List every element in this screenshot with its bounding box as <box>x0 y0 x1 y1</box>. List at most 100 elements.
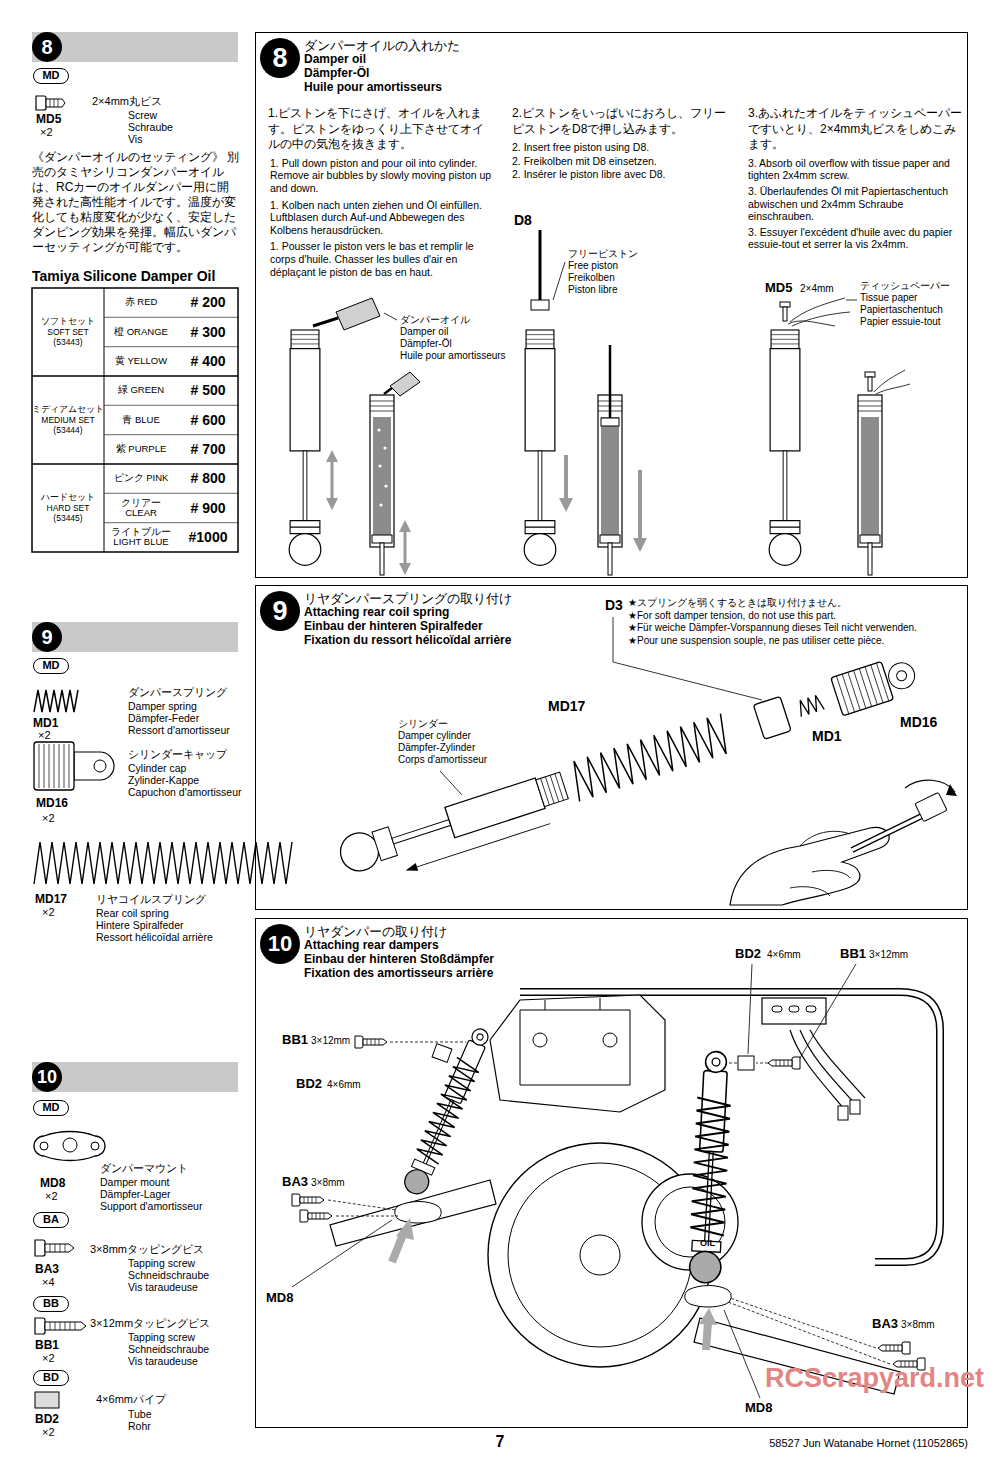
damper-section <box>370 395 394 575</box>
table-title: Tamiya Silicone Damper Oil <box>32 268 215 285</box>
part-name: Hintere Spiralfeder <box>96 919 246 931</box>
part-code: MD8 <box>40 1176 65 1190</box>
table-cell: ピンク PINK <box>104 473 178 483</box>
screw-icon <box>36 96 65 110</box>
part-name: Capuchon d'amortisseur <box>128 786 246 798</box>
step-heading: Huile pour amortisseurs <box>304 81 442 95</box>
quantity: ×2 <box>42 812 55 825</box>
callout-text: Freikolben <box>568 272 663 284</box>
bag-code: MD <box>34 659 68 672</box>
step-header-bar: 10 <box>32 1062 238 1092</box>
table-cell: クリアー CLEAR <box>104 498 178 519</box>
part-name: Damper spring <box>128 700 246 712</box>
step-heading: Attaching rear dampers <box>304 939 439 953</box>
table-cell: ソフトセット SOFT SET (53443) <box>32 316 104 348</box>
part-code: BD2 <box>296 1076 322 1092</box>
part-bag-tag: BB <box>33 1296 69 1312</box>
part-name: Cylinder cap <box>128 762 246 774</box>
callout-text: Damper oil <box>400 326 520 338</box>
part-name: Rear coil spring <box>96 907 246 919</box>
part-code: BA3 <box>872 1316 898 1332</box>
callout-text: Papier essuie-tout <box>860 316 964 328</box>
part-name: Screw <box>128 109 238 121</box>
step-header-bar: 8 <box>32 32 238 62</box>
step-heading: Einbau der hinteren Stoßdämpfer <box>304 953 494 967</box>
dimension: 3×8mm <box>311 1177 345 1189</box>
table-cell: #1000 <box>178 529 238 546</box>
table-cell: # 700 <box>178 441 238 458</box>
rear-damper-illustration <box>292 964 940 1398</box>
damper-drawing <box>400 1024 495 1198</box>
dimension: 2×4mm <box>800 283 834 295</box>
oil-table-grid <box>32 288 238 552</box>
table-cell: # 800 <box>178 470 238 487</box>
step-number: 9 <box>260 591 300 631</box>
callout-text: Piston libre <box>568 284 663 296</box>
quantity: ×2 <box>42 1426 55 1439</box>
part-code: BB1 <box>35 1338 59 1352</box>
table-cell: ミディアムセット MEDIUM SET (53444) <box>32 404 104 436</box>
part-name: ダンパースプリング <box>128 686 227 699</box>
part-code: MD8 <box>745 1400 772 1416</box>
part-code: MD16 <box>36 796 68 810</box>
damper-mount-icon <box>34 1132 105 1161</box>
note-text: ★Pour une suspension souple, ne pas util… <box>628 635 964 648</box>
damper-drawing <box>524 330 556 565</box>
callout-text: ダンパーオイル <box>400 314 520 326</box>
part-code: MD17 <box>35 892 67 906</box>
bag-code: BA <box>34 1213 68 1226</box>
step-heading: リヤダンパースプリングの取り付け <box>304 592 512 606</box>
part-code: MD5 <box>36 112 61 126</box>
part-code: MD5 <box>765 280 792 296</box>
part-bag-tag: MD <box>33 658 69 674</box>
part-code: D8 <box>514 212 532 229</box>
table-cell: ハードセット HARD SET (53445) <box>32 492 104 524</box>
step-heading: Attaching rear coil spring <box>304 606 449 620</box>
part-name: Damper mount <box>100 1176 245 1188</box>
callout-text: Free piston <box>568 260 663 272</box>
part-name: Tapping screw <box>128 1331 243 1343</box>
part-name: Vis <box>128 133 238 145</box>
callout-text: ティッシュペーパー <box>860 280 964 292</box>
tube-icon <box>35 1392 59 1408</box>
screw-drawing <box>768 1057 800 1069</box>
step-heading: ダンパーオイルの入れかた <box>304 39 460 53</box>
step-heading: Fixation des amortisseurs arrière <box>304 967 493 981</box>
damper-drawing <box>769 330 801 565</box>
table-cell: # 400 <box>178 353 238 370</box>
quantity: ×2 <box>45 1190 58 1203</box>
note-text: ★For soft damper tension, do not use thi… <box>628 610 964 623</box>
dimension: 3×12mm <box>311 1035 350 1047</box>
instruction-text: 1. Pousser le piston vers le bas et remp… <box>270 240 495 278</box>
quantity: ×2 <box>42 906 55 919</box>
step-heading: リヤダンパーの取り付け <box>304 925 447 939</box>
part-name: 2×4mm丸ビス <box>92 95 237 108</box>
part-code: BA3 <box>35 1262 59 1276</box>
step-heading: Einbau der hinteren Spiralfeder <box>304 620 483 634</box>
part-code: MD1 <box>812 728 842 745</box>
instruction-text: 3.あふれたオイルをティッシュペーパーですいとり、2×4mm丸ビスをしめこみます… <box>748 106 963 153</box>
part-name: Vis taraudeuse <box>128 1281 243 1293</box>
callout-text: Damper cylinder <box>398 730 508 742</box>
part-code: D3 <box>605 597 623 614</box>
part-name: リヤコイルスプリング <box>96 893 206 906</box>
quantity: ×2 <box>40 126 53 139</box>
table-cell: 紫 PURPLE <box>104 444 178 454</box>
table-cell: 黄 YELLOW <box>104 356 178 366</box>
bag-code: BB <box>34 1297 68 1310</box>
callout-text: Huile pour amortisseurs <box>400 350 520 362</box>
part-name: 3×12mmタッピングビス <box>90 1317 210 1330</box>
dimension: 3×8mm <box>901 1319 935 1331</box>
bag-code: BD <box>34 1371 68 1384</box>
part-code: MD17 <box>548 698 585 715</box>
instruction-text: 3. Absorb oil overflow with tissue paper… <box>748 157 963 182</box>
step-number-circle: 8 <box>260 38 300 78</box>
note-text: 《ダンパーオイルのセッティング》 別売のタミヤシリコンダンパーオイルは、RCカー… <box>32 150 240 255</box>
part-name: Ressort d'amortisseur <box>128 724 246 736</box>
part-name: Support d'amortisseur <box>100 1200 245 1212</box>
part-name: Vis taraudeuse <box>128 1355 243 1367</box>
product-code: 58527 Jun Watanabe Hornet (11052865) <box>668 1437 968 1450</box>
table-cell: # 900 <box>178 500 238 517</box>
part-name: ダンパーマウント <box>100 1162 188 1175</box>
